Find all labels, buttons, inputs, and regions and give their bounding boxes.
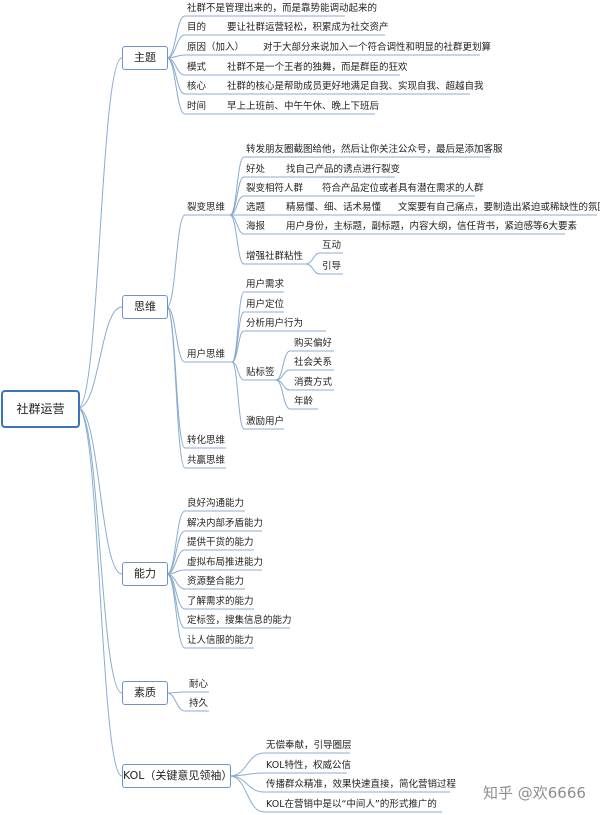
fission-item-key: 裂变相符人群 (246, 183, 304, 194)
ability-item: 让人信服的能力 (187, 635, 254, 646)
theme-item-key: 原因（加入） (187, 42, 245, 53)
quality-item: 耐心 (189, 679, 209, 690)
fission-item-key: 选题 (246, 202, 266, 213)
sticky-node[interactable]: 增强社群粘性 (246, 251, 304, 262)
user-item: 分析用户行为 (246, 318, 304, 329)
ability-item: 提供干货的能力 (187, 537, 254, 548)
fission-item-value: 精易懂、细、话术易懂 (286, 202, 382, 213)
branch-quality[interactable]: 素质 (122, 681, 168, 705)
theme-item: 社群不是管理出来的，而是靠势能调动起来的 (187, 3, 378, 14)
branch-theme[interactable]: 主题 (122, 46, 168, 70)
ability-item: 良好沟通能力 (187, 498, 245, 509)
sticky-item: 互动 (322, 240, 342, 251)
watermark: 知乎 @欢6666 (483, 784, 586, 802)
branch-thinking[interactable]: 思维 (122, 295, 168, 319)
branch-ability[interactable]: 能力 (122, 562, 168, 586)
kol-item: KOL特性，权威公信 (266, 760, 351, 771)
tag-item: 年龄 (294, 396, 314, 407)
user-item: 激励用户 (246, 416, 285, 427)
fission-item: 转发朋友圈截图给他，然后让你关注公众号，最后是添加客服 (246, 144, 503, 155)
fission-item-value: 文案要有自己痛点，要制造出紧迫或稀缺性的氛围 (398, 202, 600, 213)
fission-item-value: 找自己产品的诱点进行裂变 (286, 164, 401, 175)
tag-node[interactable]: 贴标签 (246, 367, 275, 378)
theme-item-key: 模式 (187, 62, 207, 73)
theme-item-key: 核心 (187, 81, 207, 92)
ability-item: 解决内部矛盾能力 (187, 518, 264, 529)
fission-item-value: 符合产品定位或者具有潜在需求的人群 (322, 183, 484, 194)
user-thinking-node[interactable]: 用户思维 (187, 349, 226, 360)
theme-item-value: 对于大部分来说加入一个符合调性和明显的社群更划算 (263, 42, 492, 53)
theme-item-value: 社群不是一个王者的独舞，而是群臣的狂欢 (227, 62, 408, 73)
sticky-item: 引导 (322, 261, 342, 272)
kol-item: 传播群众精准，效果快速直接，简化营销过程 (266, 779, 457, 790)
tag-item: 消费方式 (294, 377, 333, 388)
theme-item-value: 社群的核心是帮助成员更好地满足自我、实现自我、超越自我 (227, 81, 484, 92)
fission-item-key: 好处 (246, 164, 266, 175)
ability-item: 虚拟布局推进能力 (187, 557, 264, 568)
ability-item: 了解需求的能力 (187, 596, 254, 607)
kol-item: KOL在营销中是以“中间人”的形式推广的 (266, 799, 437, 810)
theme-item-key: 目的 (187, 22, 207, 33)
root-node[interactable]: 社群运营 (1, 390, 80, 428)
tag-item: 购买偏好 (294, 338, 333, 349)
tag-item: 社会关系 (294, 357, 333, 368)
quality-item: 持久 (189, 698, 209, 709)
user-item: 用户定位 (246, 299, 285, 310)
theme-item-value: 早上上班前、中午午休、晚上下班后 (227, 101, 380, 112)
fission-thinking-node[interactable]: 裂变思维 (187, 202, 226, 213)
ability-item: 定标签，搜集信息的能力 (187, 615, 292, 626)
fission-item-value: 用户身份，主标题，副标题，内容大纲，信任背书，紧迫感等6大要素 (286, 221, 578, 232)
theme-item-value: 要让社群运营轻松，积累成为社交资产 (227, 22, 389, 33)
theme-item-key: 时间 (187, 101, 207, 112)
branch-kol[interactable]: KOL（关键意见领袖） (122, 764, 232, 788)
win-win-thinking-node[interactable]: 共赢思维 (187, 455, 226, 466)
ability-item: 资源整合能力 (187, 576, 245, 587)
conversion-thinking-node[interactable]: 转化思维 (187, 435, 226, 446)
user-item: 用户需求 (246, 279, 285, 290)
kol-item: 无偿奉献，引导圈层 (266, 740, 352, 751)
fission-item-key: 海报 (246, 221, 266, 232)
